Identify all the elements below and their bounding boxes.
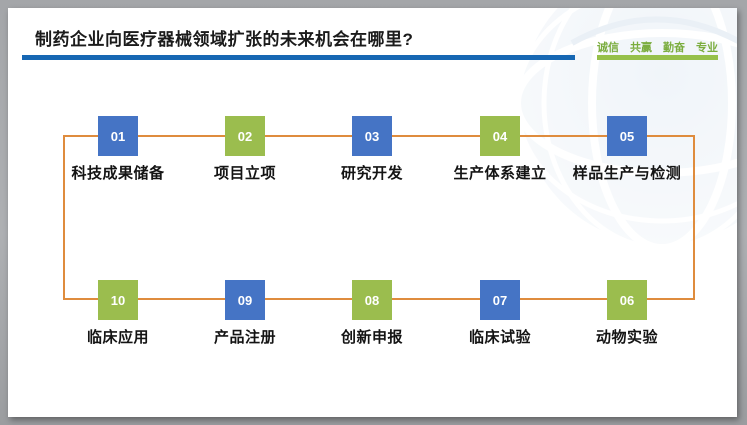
motto-word: 勤奋 [663,42,685,54]
motto-word: 专业 [696,42,718,54]
motto-word: 诚信 [597,42,619,54]
step-label: 临床应用 [86,329,149,346]
motto-underline-bar [597,55,718,60]
step-label: 研究开发 [340,165,403,182]
step-number-badge: 03 [352,116,392,156]
step-label: 动物实验 [595,329,658,346]
slide-canvas: 制药企业向医疗器械领域扩张的未来机会在哪里? 诚信 共赢 勤奋 专业 01 科技… [8,8,737,417]
step-number-badge: 07 [480,280,520,320]
step-label: 生产体系建立 [453,165,547,182]
step-label: 创新申报 [340,329,403,346]
step-label: 项目立项 [213,165,276,182]
step-number-badge: 01 [98,116,138,156]
step-number-badge: 02 [225,116,265,156]
step-number-badge: 08 [352,280,392,320]
step-node-07: 07 临床试验 [430,280,570,347]
company-motto: 诚信 共赢 勤奋 专业 [597,39,718,55]
step-label: 样品生产与检测 [572,165,682,182]
step-node-04: 04 生产体系建立 [430,116,570,183]
title-underline-bar [22,55,575,60]
step-node-06: 06 动物实验 [557,280,697,347]
step-node-03: 03 研究开发 [302,116,442,183]
step-node-08: 08 创新申报 [302,280,442,347]
step-number-badge: 05 [607,116,647,156]
step-node-09: 09 产品注册 [175,280,315,347]
step-number-badge: 09 [225,280,265,320]
step-number-badge: 10 [98,280,138,320]
step-label: 临床试验 [468,329,531,346]
step-number-badge: 04 [480,116,520,156]
step-label: 产品注册 [213,329,276,346]
step-node-02: 02 项目立项 [175,116,315,183]
step-node-01: 01 科技成果储备 [48,116,188,183]
motto-word: 共赢 [630,42,652,54]
step-node-05: 05 样品生产与检测 [557,116,697,183]
step-node-10: 10 临床应用 [48,280,188,347]
step-number-badge: 06 [607,280,647,320]
slide-title: 制药企业向医疗器械领域扩张的未来机会在哪里? [35,30,414,49]
step-label: 科技成果储备 [71,165,165,182]
